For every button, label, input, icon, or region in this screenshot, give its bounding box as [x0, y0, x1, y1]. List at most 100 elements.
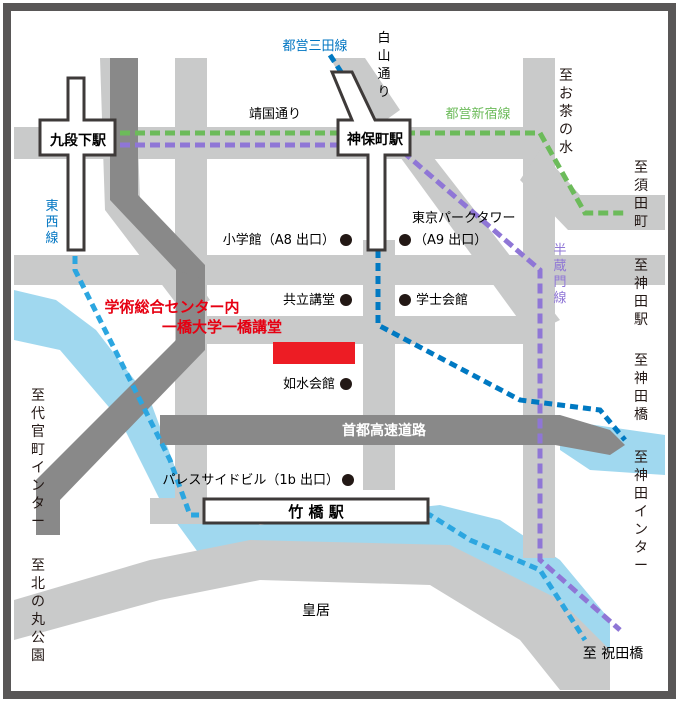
kudanshita-station-label: 九段下駅: [49, 132, 107, 149]
shogakukan-landmark: 小学館（A8 出口）: [223, 232, 352, 248]
hanzomon-char-3: 門: [553, 275, 566, 290]
direction-char: タ: [31, 496, 45, 512]
hanzomon-char-1: 半: [553, 243, 566, 258]
josui-label: 如水会館: [283, 376, 335, 392]
direction-char: ー: [634, 558, 648, 574]
venue[interactable]: 学術総合センター内 一橋大学一橋講堂: [104, 298, 355, 364]
direction-char: 田: [634, 486, 648, 502]
direction-char: 至: [634, 258, 648, 274]
direction-char: 至: [634, 450, 648, 466]
tozai-char-1: 東: [45, 198, 58, 214]
direction-char: ン: [634, 522, 648, 538]
shogakukan-marker: [340, 234, 352, 246]
hakusan-char-4: り: [377, 85, 390, 100]
direction-char: お: [559, 86, 573, 102]
gakushi-label: 学士会館: [416, 292, 468, 308]
takebashi-station-label: 竹 橋 駅: [287, 503, 344, 521]
mita-line-label: 都営三田線: [282, 38, 347, 54]
direction-char: イ: [31, 460, 45, 476]
direction-char: 至: [559, 68, 573, 84]
gakushi-landmark: 学士会館: [399, 292, 468, 308]
palaceside-marker: [342, 474, 354, 486]
josui-marker: [340, 378, 352, 390]
expressway-label: 首都高速道路: [342, 422, 427, 439]
direction-char: 神: [634, 468, 648, 484]
hakusan-char-3: 通: [377, 67, 390, 82]
direction-char: 田: [634, 294, 648, 310]
tozai-line-label: 東 西 線: [45, 198, 58, 246]
hanzomon-line-label: 半 蔵 門 線: [553, 243, 566, 306]
toei-mita-line: [327, 53, 627, 442]
takebashi-station[interactable]: 竹 橋 駅: [202, 497, 430, 525]
hakusan-dori-label: 白 山 通 り: [377, 30, 390, 100]
direction-char: 須: [634, 178, 648, 194]
direction-char: 北: [31, 576, 45, 592]
hanzomon-char-2: 蔵: [553, 259, 566, 274]
direction-char: 町: [634, 214, 648, 230]
shinjuku-line-label: 都営新宿線: [445, 106, 510, 122]
direction-char: 町: [31, 442, 45, 458]
direction-char: 至: [31, 388, 45, 404]
direction-char: 神: [634, 371, 648, 387]
direction-char: 園: [31, 648, 45, 664]
shogakukan-label: 小学館（A8 出口）: [223, 232, 335, 248]
direction-char: イ: [634, 504, 648, 520]
direction-char: 神: [634, 276, 648, 292]
a9-exit-label: （A9 出口）: [414, 233, 487, 248]
direction-char: タ: [634, 540, 648, 556]
gakushi-marker: [399, 294, 411, 306]
hakusan-char-2: 山: [377, 49, 390, 64]
venue-label-line2: 一橋大学一橋講堂: [162, 318, 282, 336]
yasukuni-dori-label: 靖国通り: [249, 107, 301, 122]
direction-char: 至: [31, 558, 45, 574]
map-frame: [3, 3, 676, 699]
venue-label-line1: 学術総合センター内: [104, 298, 239, 316]
direction-char: ー: [31, 514, 45, 530]
kokyo-label: 皇居: [302, 603, 330, 619]
kyoritsu-label: 共立講堂: [283, 292, 335, 308]
kudanshita-station[interactable]: 九段下駅: [38, 76, 117, 252]
to-iwaidabashi-label: 至 祝田橋: [583, 646, 643, 662]
hakusan-char-1: 白: [377, 30, 390, 46]
jimbocho-station-label: 神保町駅: [347, 131, 404, 148]
direction-char: 公: [31, 630, 45, 646]
direction-char: の: [559, 122, 573, 138]
hanzomon-char-4: 線: [553, 290, 566, 306]
direction-char: 田: [634, 196, 648, 212]
palaceside-label: パレスサイドビル（1b 出口）: [162, 473, 339, 488]
direction-char: 官: [31, 424, 45, 440]
jimbocho-station[interactable]: 神保町駅: [329, 70, 412, 252]
direction-char: 駅: [634, 312, 648, 328]
park-tower-landmark: 東京パークタワー （A9 出口）: [399, 210, 515, 248]
shuto-expressway: [36, 58, 625, 535]
direction-char: 橋: [634, 407, 648, 423]
direction-char: ン: [31, 478, 45, 494]
direction-char: の: [31, 594, 45, 610]
direction-char: 至: [634, 160, 648, 176]
tozai-char-3: 線: [45, 230, 58, 246]
direction-char: 田: [634, 389, 648, 405]
direction-char: 茶: [559, 104, 573, 120]
kyoritsu-landmark: 共立講堂: [283, 292, 352, 308]
kyoritsu-marker: [340, 294, 352, 306]
park-tower-marker: [399, 234, 411, 246]
direction-char: 丸: [31, 612, 45, 628]
tozai-char-2: 西: [45, 215, 58, 230]
palaceside-landmark: パレスサイドビル（1b 出口）: [162, 473, 354, 488]
park-tower-label: 東京パークタワー: [412, 210, 515, 226]
venue-marker[interactable]: [273, 342, 355, 364]
direction-char: 水: [559, 140, 573, 156]
direction-char: 代: [31, 406, 45, 422]
direction-char: 至: [634, 353, 648, 369]
josui-landmark: 如水会館: [283, 376, 352, 392]
toei-shinjuku-line: [60, 130, 625, 216]
